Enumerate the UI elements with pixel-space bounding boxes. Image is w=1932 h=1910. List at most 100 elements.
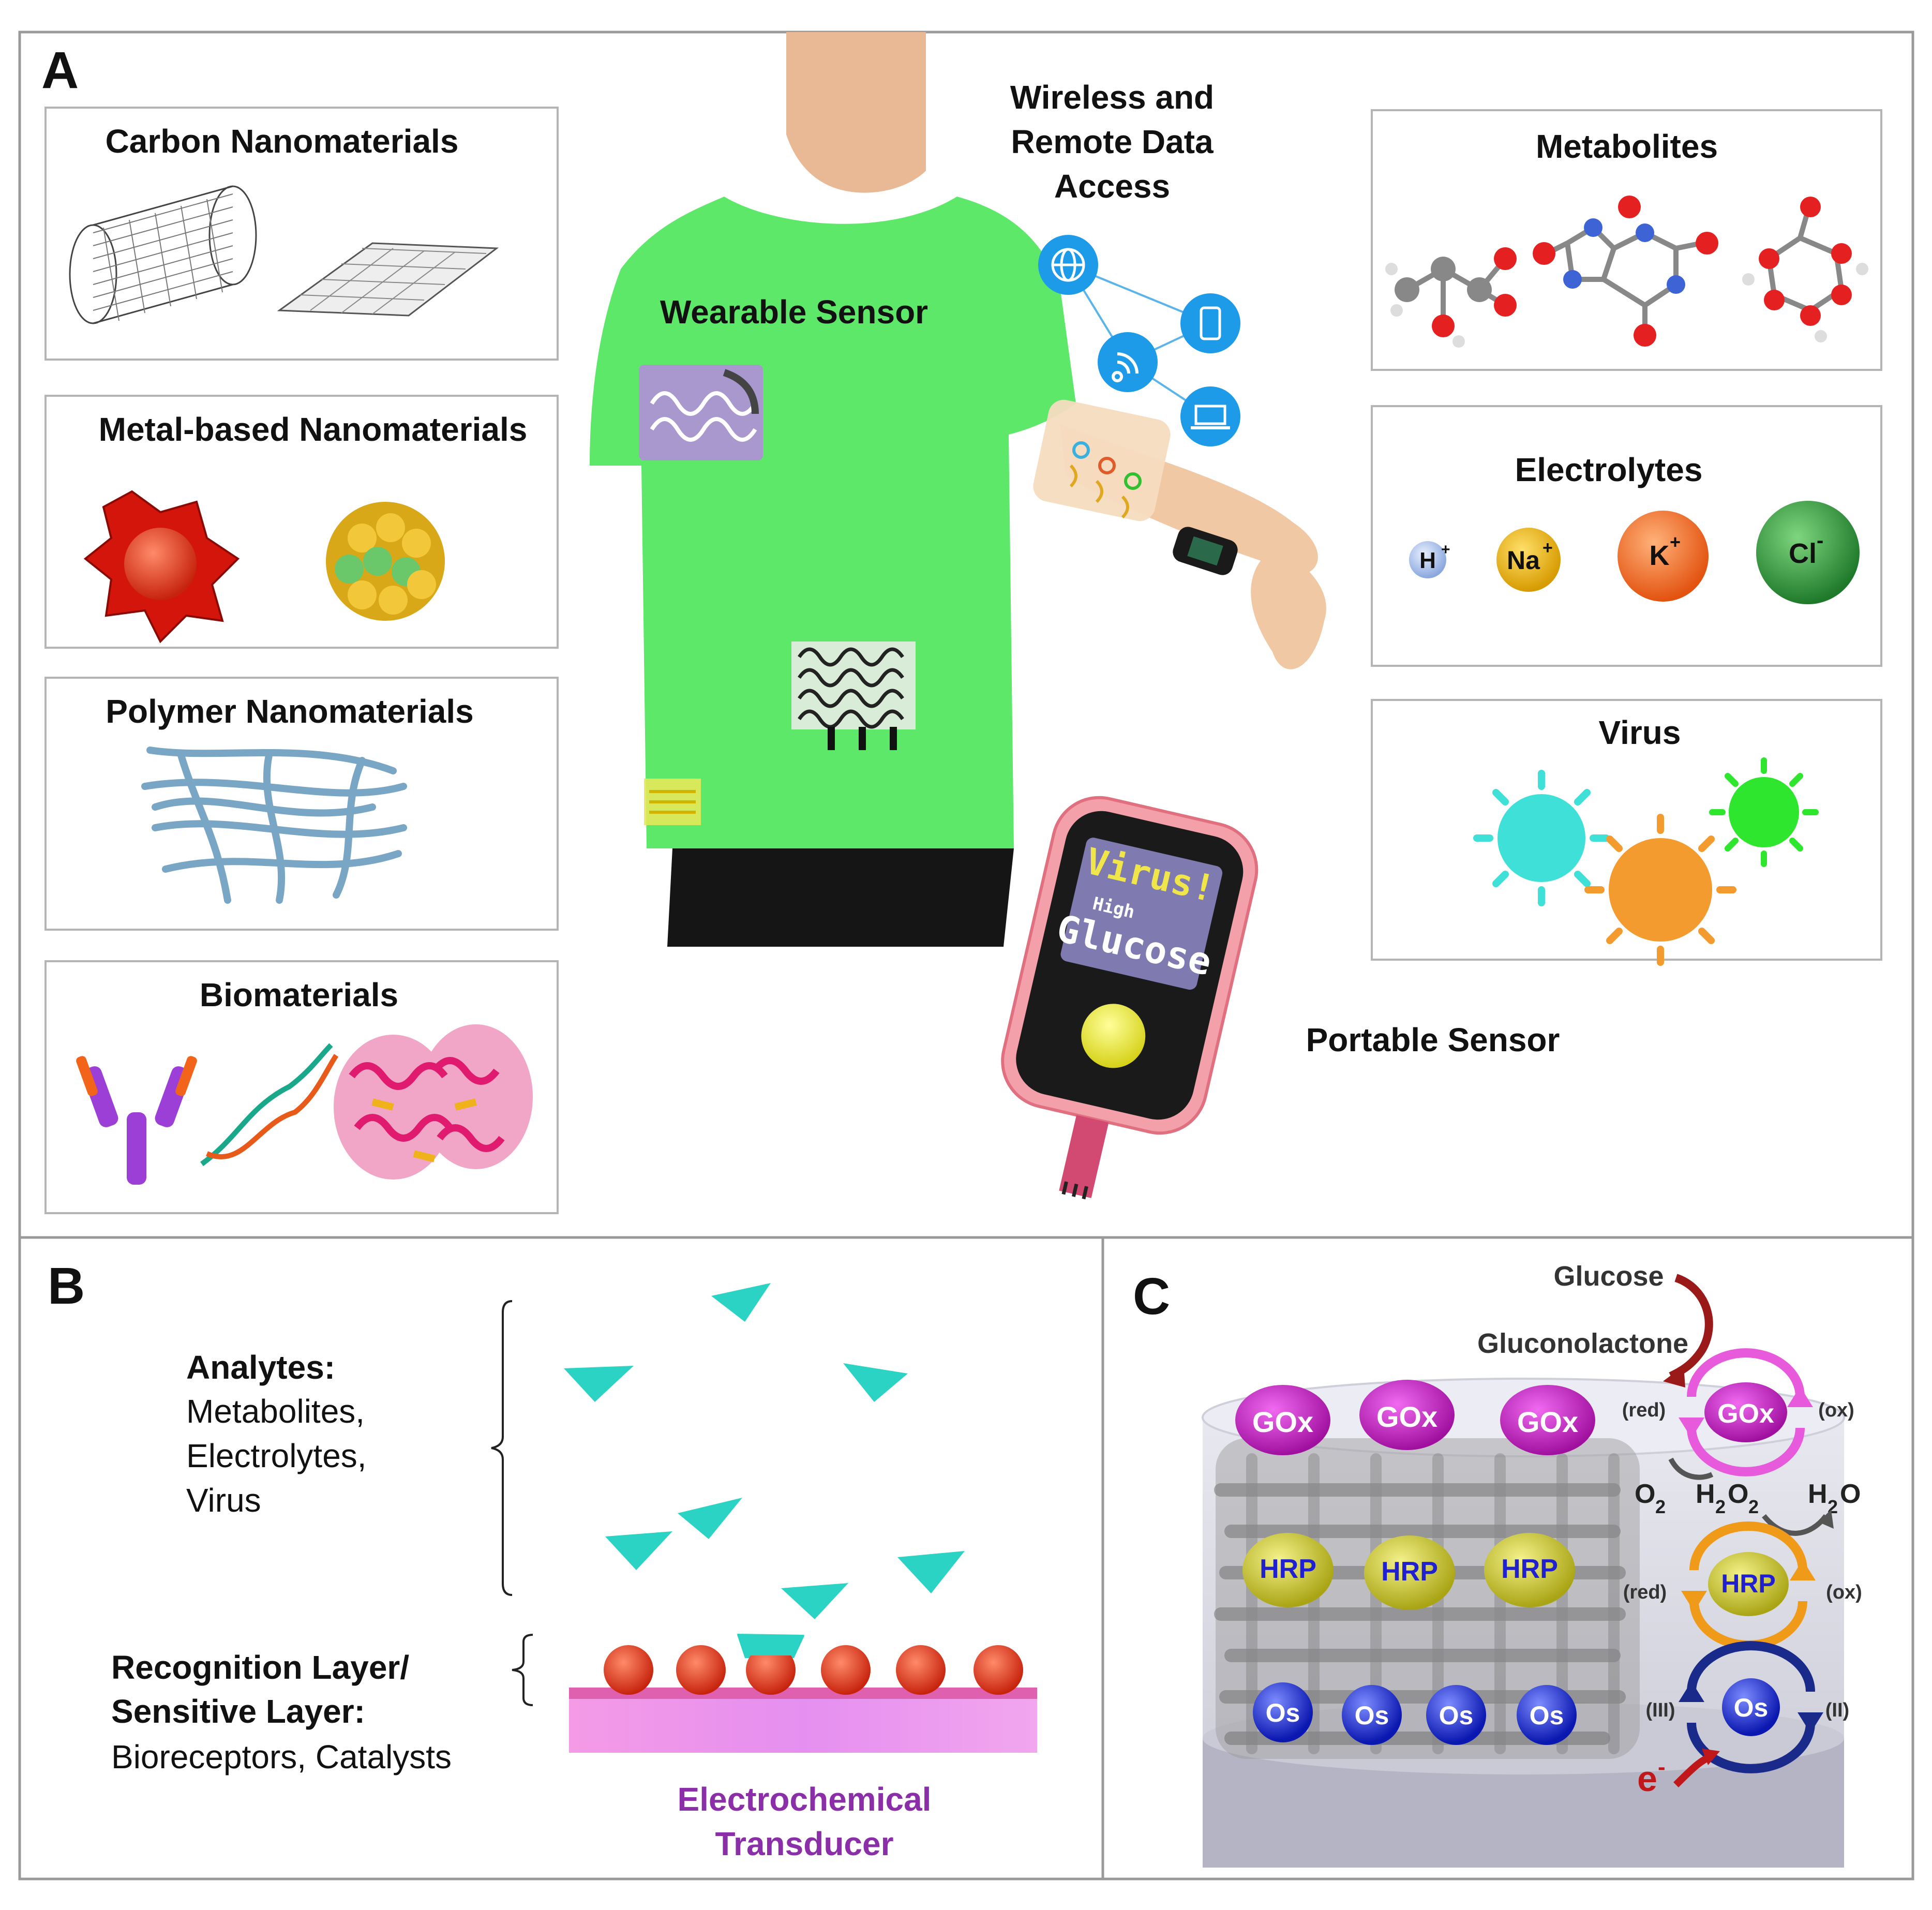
- globe-icon: [1038, 235, 1098, 295]
- hand: [1251, 543, 1326, 669]
- potassium-ion-icon: K +: [1618, 511, 1709, 602]
- wireless-line-2: Remote Data: [1011, 123, 1214, 160]
- lactate-molecule-icon: [1385, 247, 1517, 348]
- panel-c-letter: C: [1133, 1267, 1170, 1325]
- sodium-ion-icon: Na +: [1496, 528, 1561, 592]
- glucose-meter: Virus! High Glucose Portable Sensor: [1001, 796, 1560, 1200]
- electron-charge: -: [1658, 1754, 1666, 1780]
- bead: [821, 1645, 871, 1695]
- os-iii-label: (III): [1646, 1699, 1675, 1721]
- o2-subscript: 2: [1655, 1496, 1666, 1517]
- metal-box: Metal-based Nanomaterials: [44, 395, 559, 649]
- h-ion-charge: +: [1441, 541, 1450, 558]
- hrp-ox-label: (ox): [1826, 1581, 1862, 1603]
- face: [786, 32, 926, 193]
- h2o2-h: H: [1696, 1479, 1715, 1509]
- hem-sensor: [644, 779, 701, 825]
- h2o2-sub1: 2: [1715, 1496, 1726, 1517]
- gox-red-label: (red): [1622, 1399, 1666, 1421]
- phone-icon: [1180, 293, 1240, 353]
- analytes-item-electrolytes: Electrolytes,: [186, 1437, 367, 1474]
- recognition-title-1: Recognition Layer/: [111, 1649, 409, 1686]
- dna-helix-icon: [200, 1043, 339, 1167]
- gox-cycle: GOx: [1679, 1348, 1813, 1476]
- h2o2-o: O: [1728, 1479, 1748, 1509]
- polymer-box: Polymer Nanomaterials: [44, 677, 559, 931]
- wifi-icon: [1098, 332, 1158, 392]
- peroxide-reaction: O 2 H 2 O 2 H 2 O: [1635, 1457, 1861, 1536]
- gox-enzyme: [1359, 1380, 1455, 1450]
- electron-label: e: [1637, 1758, 1657, 1799]
- carbon-box: Carbon Nanomaterials: [44, 107, 559, 361]
- hydrogen-ion-icon: H +: [1409, 541, 1450, 578]
- panel-c: GOx GOx GOx HRP HRP HRP Os Os Os Os Gluc…: [1202, 1261, 1862, 1868]
- analyte-particle: [897, 1551, 965, 1593]
- analytes-title: Analytes:: [186, 1349, 335, 1386]
- panel-a-letter: A: [41, 41, 79, 99]
- os-label: Os: [1439, 1701, 1474, 1730]
- analyte-particle: [711, 1283, 771, 1322]
- h2o2-sub2: 2: [1748, 1496, 1759, 1517]
- hrp-enzyme: [1242, 1533, 1334, 1607]
- virus-box: Virus: [1371, 699, 1882, 966]
- analytes-item-virus: Virus: [186, 1482, 261, 1519]
- analyte-particle: [564, 1366, 634, 1402]
- electrolytes-box: Electrolytes H + Na + K + Cl -: [1371, 405, 1882, 667]
- analyte-particle: [781, 1583, 848, 1619]
- bio-title: Biomaterials: [200, 976, 398, 1013]
- k-ion-charge: +: [1670, 531, 1681, 553]
- glucose-molecule-icon: [1742, 197, 1868, 342]
- bound-analyte: [737, 1634, 804, 1655]
- os-label: Os: [1530, 1701, 1564, 1730]
- meter-button: [1081, 1004, 1146, 1068]
- os-label: Os: [1266, 1698, 1300, 1727]
- na-ion-label: Na: [1507, 546, 1540, 575]
- transducer-slab: [569, 1696, 1037, 1753]
- os-cycle: Os: [1679, 1641, 1823, 1773]
- antibody-icon: [76, 1056, 197, 1185]
- gox-label: GOx: [1517, 1406, 1578, 1438]
- o2-label: O: [1635, 1479, 1655, 1509]
- red-nanoparticle-icon: [83, 490, 240, 644]
- transducer-label-1: Electrochemical: [678, 1781, 932, 1818]
- glucose-label: Glucose: [1553, 1261, 1664, 1292]
- cl-ion-charge: -: [1817, 529, 1823, 552]
- electrolytes-title: Electrolytes: [1515, 451, 1703, 488]
- person-illustration: Wearable Sensor: [590, 32, 1326, 947]
- hrp-label: HRP: [1501, 1554, 1558, 1584]
- tattoo-electrodes-icon: [1069, 441, 1142, 519]
- hrp-label: HRP: [1260, 1554, 1316, 1584]
- os-mediator: [1426, 1685, 1486, 1745]
- transducer-label-2: Transducer: [715, 1825, 893, 1862]
- os-mediator: [1517, 1685, 1577, 1745]
- metabolites-title: Metabolites: [1536, 128, 1718, 165]
- nanotube-icon: [69, 185, 257, 324]
- test-strip: [1059, 1115, 1109, 1198]
- uric-acid-molecule-icon: [1533, 196, 1718, 347]
- orange-virus-icon: [1584, 814, 1736, 966]
- wireless-line-1: Wireless and: [1010, 79, 1214, 116]
- analytes-brace: [491, 1300, 513, 1596]
- metal-title: Metal-based Nanomaterials: [99, 411, 528, 448]
- h2o-o: O: [1840, 1479, 1861, 1509]
- os-mediator: [1342, 1685, 1402, 1745]
- cycle-os-label: Os: [1734, 1693, 1769, 1722]
- pants: [667, 848, 1014, 947]
- metabolites-box: Metabolites: [1371, 109, 1882, 371]
- protein-structure-icon: [334, 1024, 533, 1180]
- graphene-sheet-icon: [277, 242, 499, 317]
- hrp-label: HRP: [1381, 1557, 1438, 1587]
- green-virus-icon: [1709, 757, 1819, 867]
- polymer-title: Polymer Nanomaterials: [106, 693, 473, 730]
- laptop-icon: [1180, 386, 1240, 446]
- bead: [896, 1645, 946, 1695]
- chloride-ion-icon: Cl -: [1756, 501, 1860, 604]
- analyte-particle: [843, 1363, 908, 1402]
- h2o-h: H: [1808, 1479, 1828, 1509]
- wearable-sensor-label: Wearable Sensor: [660, 293, 928, 331]
- gox-label: GOx: [1252, 1406, 1313, 1438]
- gox-label: GOx: [1376, 1400, 1437, 1433]
- recognition-brace: [512, 1634, 533, 1706]
- t-shirt: [590, 197, 1076, 848]
